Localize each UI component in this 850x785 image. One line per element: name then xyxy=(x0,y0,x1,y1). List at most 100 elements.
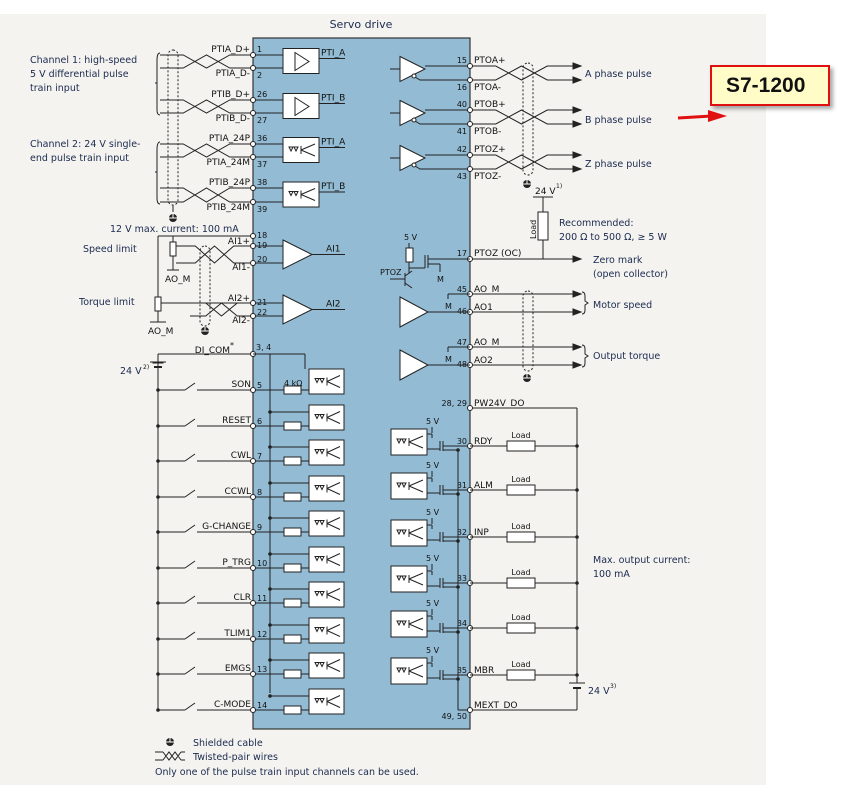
channel1-note: train input xyxy=(30,83,80,94)
twisted-pair-wire xyxy=(160,143,253,158)
arrow-icon xyxy=(572,62,583,70)
pin-number: 3, 4 xyxy=(256,343,271,352)
resistor-icon xyxy=(283,705,302,715)
inverter-bubble xyxy=(411,162,417,168)
twisted-pair-wire xyxy=(160,54,253,69)
op-amp-icon xyxy=(282,239,314,270)
terminal xyxy=(467,63,473,69)
pin-number: 20 xyxy=(257,255,267,264)
cable-shield xyxy=(167,49,179,206)
optocoupler-icon xyxy=(288,188,316,201)
junction-dot xyxy=(575,581,579,585)
mext-do-label: MEXT_DO xyxy=(474,701,517,711)
footnote-marker: 3) xyxy=(610,683,616,690)
switch-icon xyxy=(184,382,196,391)
load-label: Load xyxy=(511,522,530,531)
di-label-cwl: CWL xyxy=(231,451,251,461)
load-resistor-icon xyxy=(506,577,536,589)
pin-label-ptoa-: PTOA+ xyxy=(474,56,506,66)
red-arrow-icon xyxy=(708,110,727,122)
pin-number: 49, 50 xyxy=(442,712,467,721)
terminal xyxy=(250,494,256,500)
terminal xyxy=(250,65,256,71)
terminal xyxy=(467,152,473,158)
potentiometer-icon xyxy=(169,241,177,257)
a-phase-label: A phase pulse xyxy=(585,69,652,80)
pin-number: 41 xyxy=(457,127,467,136)
pin-label-ai1-: AI1+ xyxy=(228,237,250,247)
pin-number: 18 xyxy=(257,231,267,240)
pin-number: 39 xyxy=(257,205,267,214)
terminal xyxy=(250,423,256,429)
pin-number: 10 xyxy=(257,559,267,568)
terminal xyxy=(250,458,256,464)
terminal xyxy=(250,243,256,249)
ptoz-label: PTOZ xyxy=(380,268,402,277)
terminal xyxy=(250,233,256,239)
terminal xyxy=(250,387,256,393)
footnote-marker: * xyxy=(230,341,234,350)
5v-label: 5 V xyxy=(426,417,440,426)
arrow-icon xyxy=(572,76,583,84)
pin-label-ptia-d-: PTIA_D+ xyxy=(211,45,250,55)
wire xyxy=(414,120,470,125)
pin-number: 42 xyxy=(457,145,467,154)
terminal xyxy=(250,671,256,677)
pin-label-ptib-24m: PTIB_24M xyxy=(207,203,250,213)
pin-number: 45 xyxy=(457,285,467,294)
s7-1200-label-box: S7-1200 xyxy=(710,65,830,106)
di-com-label: DI_COM xyxy=(195,346,230,356)
bracket xyxy=(581,344,589,368)
switch-icon xyxy=(184,560,196,569)
z-phase-label: Z phase pulse xyxy=(585,159,652,170)
optocoupler-icon xyxy=(314,517,341,530)
inverter-bubble xyxy=(411,117,417,123)
supply-current-note: 12 V max. current: 100 mA xyxy=(110,224,239,235)
wire xyxy=(414,165,470,170)
arrow-icon xyxy=(572,343,583,351)
pin-label-ptia-24m: PTIA_24M xyxy=(207,158,250,168)
switch-icon xyxy=(184,702,196,711)
arrow-icon xyxy=(572,151,583,159)
pin-number: 36 xyxy=(257,134,267,143)
pin-number: 9 xyxy=(257,523,262,532)
terminal xyxy=(250,600,256,606)
resistor-icon xyxy=(283,492,302,502)
pin-number: 8 xyxy=(257,488,262,497)
pti-signal-label: PTI_A xyxy=(321,138,346,148)
pin-label-ptia-d-: PTIA_D- xyxy=(216,69,250,79)
load-resistor-icon xyxy=(537,211,549,241)
pin-label-ptib-24p: PTIB_24P xyxy=(209,178,251,188)
pin-number: 6 xyxy=(257,417,262,426)
optocoupler-icon xyxy=(314,659,341,672)
di-label-son: SON xyxy=(231,380,251,390)
zero-mark-note: (open collector) xyxy=(593,269,668,280)
load-resistor-icon xyxy=(506,484,536,496)
terminal xyxy=(467,107,473,113)
twisted-pair-wire xyxy=(470,65,573,81)
pin-number: 17 xyxy=(457,249,467,258)
terminal xyxy=(467,405,473,411)
resistor-icon xyxy=(283,598,302,608)
load-label: Load xyxy=(529,220,538,239)
junction-dot xyxy=(575,535,579,539)
optocoupler-icon xyxy=(314,446,341,459)
resistor-icon xyxy=(283,634,302,644)
terminal xyxy=(467,707,473,713)
pin-label-ai2-: AI2+ xyxy=(228,294,250,304)
pin-number: 2 xyxy=(257,71,262,80)
resistor-icon xyxy=(283,669,302,679)
twisted-pair-wire xyxy=(470,154,573,170)
pin-number: 1 xyxy=(257,45,262,54)
pin-label-ptob-: PTOB- xyxy=(474,127,501,137)
arrow-icon xyxy=(572,165,583,173)
twisted-pair-wire xyxy=(190,302,253,317)
twisted-pair-wire xyxy=(160,187,253,203)
wire xyxy=(404,270,413,277)
resistor-icon xyxy=(283,563,302,573)
channel2-bracket xyxy=(155,141,161,205)
terminal xyxy=(467,77,473,83)
max-current-note: Max. output current: xyxy=(593,555,691,566)
arrow-icon xyxy=(572,308,583,316)
pin-label-ao-m: AO_M xyxy=(474,338,499,348)
